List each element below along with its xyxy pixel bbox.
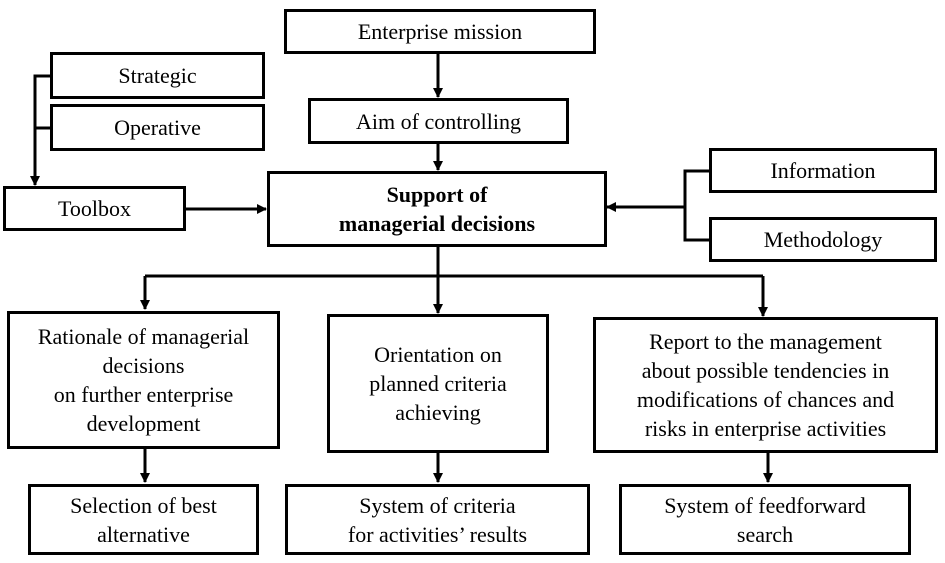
strategic-label: Strategic (118, 63, 197, 88)
information-label: Information (770, 158, 876, 183)
enterprise-mission-box: Enterprise mission (284, 9, 596, 54)
support-managerial-decisions-label: Support of managerial decisions (338, 182, 536, 236)
system-of-criteria-box: System of criteria for activities’ resul… (285, 484, 590, 555)
rationale-label: Rationale of managerial decisions on fur… (37, 324, 250, 436)
strategic-box: Strategic (50, 52, 265, 99)
aim-of-controlling-box: Aim of controlling (308, 98, 569, 144)
report-label: Report to the management about possible … (636, 329, 895, 441)
enterprise-mission-label: Enterprise mission (357, 19, 523, 44)
aim-of-controlling-label: Aim of controlling (356, 108, 521, 134)
bracket-information-methodology (683, 169, 710, 242)
selection-best-alternative-box: Selection of best alternative (28, 484, 259, 555)
bracket-strategic-operative (33, 74, 50, 130)
system-of-criteria-label: System of criteria for activities’ resul… (347, 492, 528, 547)
methodology-label: Methodology (763, 227, 883, 252)
report-box: Report to the management about possible … (593, 317, 938, 453)
orientation-box: Orientation on planned criteria achievin… (327, 314, 549, 453)
methodology-box: Methodology (709, 217, 937, 262)
toolbox-box: Toolbox (3, 186, 186, 231)
orientation-label: Orientation on planned criteria achievin… (369, 342, 507, 425)
selection-best-alternative-label: Selection of best alternative (70, 492, 217, 547)
operative-box: Operative (50, 104, 265, 151)
operative-label: Operative (114, 115, 201, 140)
system-feedforward-box: System of feedforward search (619, 484, 911, 555)
toolbox-label: Toolbox (57, 196, 131, 221)
support-managerial-decisions-box: Support of managerial decisions (267, 171, 607, 247)
information-box: Information (709, 148, 937, 193)
rationale-box: Rationale of managerial decisions on fur… (7, 311, 280, 449)
system-feedforward-label: System of feedforward search (664, 492, 866, 547)
